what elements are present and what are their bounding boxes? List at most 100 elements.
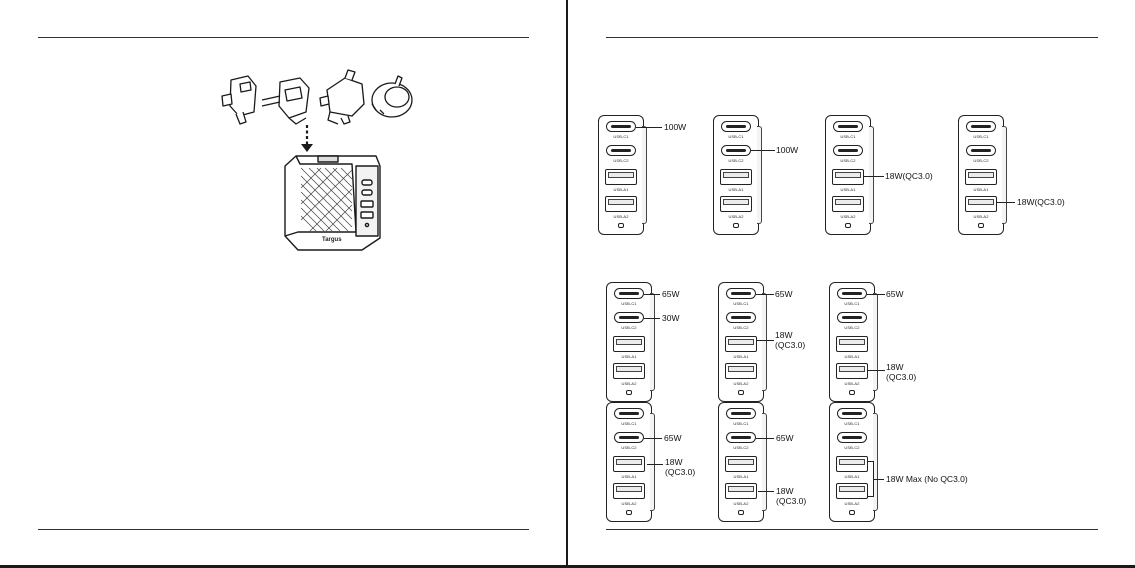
usb-a2-port: [720, 196, 752, 212]
usb-c1-port: [726, 408, 756, 419]
insert-arrow-icon: [301, 125, 313, 152]
usb-c2-label: USB-C2: [728, 158, 744, 163]
callout-r2-1-c1: 65W: [662, 289, 680, 299]
usb-a1-port: [613, 336, 645, 352]
left-page: Targus: [0, 0, 566, 568]
usb-a1-port: [725, 336, 757, 352]
callout-r2-3-a2-line1: 18W: [886, 362, 904, 372]
usb-c1-port: [837, 408, 867, 419]
usb-a1-label: USB-A1: [733, 474, 749, 479]
callout-r2-3-a2-line2: (QC3.0): [886, 372, 917, 382]
usb-a1-label: USB-A1: [844, 474, 860, 479]
leader-line: [758, 491, 774, 492]
plug-adapter-1-icon: [221, 75, 257, 125]
usb-a2-port: [836, 363, 868, 379]
led-indicator: [738, 510, 744, 515]
usb-c1-port: [837, 288, 867, 299]
usb-a1-label: USB-A1: [973, 187, 989, 192]
usb-c1-label: USB-C1: [733, 301, 749, 306]
usb-c1-label: USB-C1: [621, 301, 637, 306]
usb-a2-port: [613, 363, 645, 379]
usb-a1-label: USB-A1: [844, 354, 860, 359]
usb-c1-label: USB-C1: [844, 421, 860, 426]
usb-a1-port: [836, 456, 868, 472]
usb-a2-label: USB-A2: [728, 214, 744, 219]
callout-r2-2-a1-line2: (QC3.0): [775, 340, 806, 350]
callout-r2-2-c1: 65W: [775, 289, 793, 299]
usb-c2-port: [837, 432, 867, 443]
plug-adapter-4-icon: [371, 75, 413, 118]
usb-a2-label: USB-A2: [973, 214, 989, 219]
usb-c1-label: USB-C1: [613, 134, 629, 139]
led-indicator: [626, 390, 632, 395]
adapter-installation-illustration: [221, 69, 413, 251]
usb-a2-label: USB-A2: [844, 381, 860, 386]
footer-rule: [38, 529, 529, 530]
usb-c2-label: USB-C2: [733, 445, 749, 450]
callout-r3-1-a1-line1: 18W: [665, 457, 683, 467]
usb-a1-port: [725, 456, 757, 472]
page-gutter: [566, 0, 568, 568]
callout-r1-2-c2: 100W: [776, 145, 799, 155]
plug-adapter-3-icon: [319, 69, 365, 125]
usb-a2-port: [832, 196, 864, 212]
usb-a1-port: [613, 456, 645, 472]
leader-line: [636, 127, 662, 128]
bracket-a1-a2: [868, 461, 874, 497]
usb-a1-port: [832, 169, 864, 185]
usb-c2-label: USB-C2: [844, 445, 860, 450]
usb-c1-port: [614, 288, 644, 299]
usb-c2-port: [966, 145, 996, 156]
usb-a2-port: [605, 196, 637, 212]
usb-c2-port: [837, 312, 867, 323]
usb-c2-port: [726, 432, 756, 443]
usb-a1-label: USB-A1: [613, 187, 629, 192]
usb-a2-label: USB-A2: [613, 214, 629, 219]
callout-r1-1-c1: 100W: [664, 122, 687, 132]
port-diagram-row2-2: USB-C1 USB-C2 USB-A1 USB-A2: [718, 282, 767, 402]
led-indicator: [738, 390, 744, 395]
usb-c2-port: [726, 312, 756, 323]
usb-a2-port: [965, 196, 997, 212]
callout-r3-2-a2-line2: (QC3.0): [776, 496, 807, 506]
callout-r1-3-a1: 18W(QC3.0): [885, 171, 933, 181]
port-diagram-row3-3: USB-C1 USB-C2 USB-A1 USB-A2: [829, 402, 878, 522]
usb-c2-label: USB-C2: [621, 445, 637, 450]
led-indicator: [845, 223, 851, 228]
led-indicator: [978, 223, 984, 228]
usb-c1-port: [721, 121, 751, 132]
led-indicator: [618, 223, 624, 228]
port-diagram-row3-2: USB-C1 USB-C2 USB-A1 USB-A2: [718, 402, 767, 522]
port-diagram-row1-4: USB-C1 USB-C2 USB-A1 USB-A2: [958, 115, 1007, 235]
leader-line: [874, 479, 884, 480]
usb-c2-label: USB-C2: [844, 325, 860, 330]
usb-a2-label: USB-A2: [621, 501, 637, 506]
leader-line: [756, 294, 774, 295]
usb-a2-label: USB-A2: [840, 214, 856, 219]
callout-r2-2-a1-line1: 18W: [775, 330, 793, 340]
leader-line: [644, 294, 660, 295]
port-diagram-row1-1: USB-C1 USB-C2 USB-A1 USB-A2: [598, 115, 647, 235]
charger-face-hatching: [300, 167, 353, 232]
usb-c2-label: USB-C2: [621, 325, 637, 330]
leader-line: [997, 202, 1015, 203]
led-indicator: [626, 510, 632, 515]
bottom-edge: [0, 565, 1135, 568]
usb-a1-label: USB-A1: [728, 187, 744, 192]
usb-a1-port: [720, 169, 752, 185]
usb-a2-label: USB-A2: [733, 381, 749, 386]
leader-line: [647, 464, 663, 465]
usb-a1-label: USB-A1: [621, 354, 637, 359]
usb-a2-port: [613, 483, 645, 499]
port-diagram-row1-2: USB-C1 USB-C2 USB-A1 USB-A2: [713, 115, 762, 235]
right-page: USB-C1 USB-C2 USB-A1 USB-A2 100W USB-C1 …: [568, 0, 1135, 568]
port-diagram-row3-1: USB-C1 USB-C2 USB-A1 USB-A2: [606, 402, 655, 522]
header-rule: [606, 37, 1098, 38]
leader-line: [644, 438, 662, 439]
usb-c2-port: [614, 312, 644, 323]
usb-c1-port: [966, 121, 996, 132]
header-rule: [38, 37, 529, 38]
leader-line: [868, 370, 885, 371]
usb-a1-label: USB-A1: [840, 187, 856, 192]
callout-r1-4-a2: 18W(QC3.0): [1017, 197, 1065, 207]
